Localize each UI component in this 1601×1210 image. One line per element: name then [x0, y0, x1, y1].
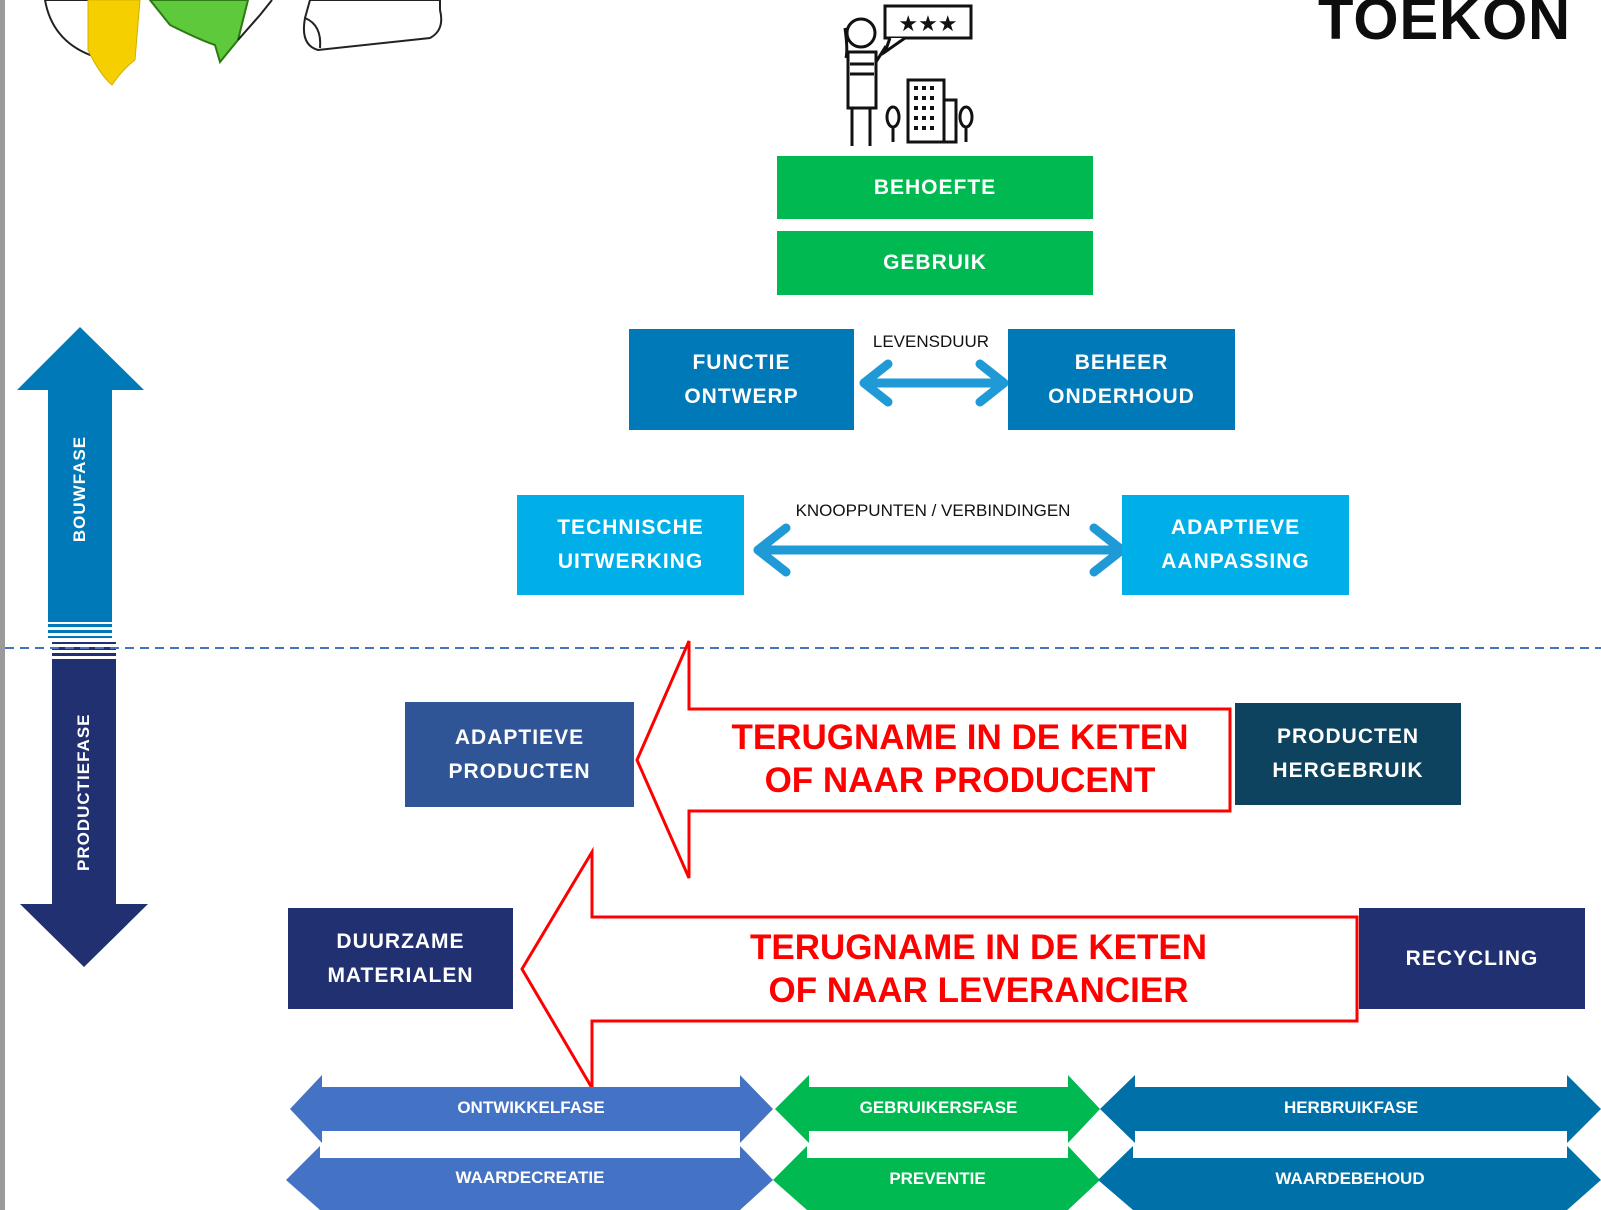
- knooppunten-arrow: [753, 523, 1127, 577]
- producten-hergebruik-box: PRODUCTEN HERGEBRUIK: [1235, 703, 1461, 805]
- functie-ontwerp-box: FUNCTIE ONTWERP: [629, 329, 854, 430]
- gebruik-box: GEBRUIK: [777, 231, 1093, 295]
- gebruikersfase-label: GEBRUIKERSFASE: [859, 1098, 1018, 1117]
- technische-uitwerking-box: TECHNISCHE UITWERKING: [517, 495, 744, 595]
- band-herbruikfase: [1100, 1075, 1601, 1143]
- terugname-leverancier-arrow: [520, 846, 1359, 1094]
- terugname-producent-arrow: [635, 640, 1232, 879]
- waardebehoud-label: WAARDEBEHOUD: [1275, 1169, 1425, 1188]
- building-icon: [906, 78, 958, 144]
- mascot-icon: [43, 0, 273, 86]
- person-review-icon: ★★★: [843, 4, 973, 146]
- levensduur-label: LEVENSDUUR: [872, 332, 990, 351]
- left-border: [0, 0, 5, 1210]
- duurzame-materialen-box: DUURZAME MATERIALEN: [288, 908, 513, 1009]
- tree-icon: [885, 105, 974, 142]
- band-gebruikersfase: [775, 1075, 1100, 1143]
- waardecreatie-label: WAARDECREATIE: [455, 1168, 605, 1187]
- bouwfase-arrow: [17, 327, 144, 638]
- band-preventie: [773, 1146, 1100, 1210]
- terugname-leverancier-label: TERUGNAME IN DE KETEN OF NAAR LEVERANCIE…: [750, 928, 1207, 1010]
- adaptieve-aanpassing-box: ADAPTIEVE AANPASSING: [1122, 495, 1349, 595]
- productiefase-label: PRODUCTIEFASE: [74, 713, 93, 871]
- levensduur-arrow: [859, 359, 1009, 407]
- band-waardebehoud: [1098, 1146, 1601, 1210]
- behoefte-box: BEHOEFTE: [777, 156, 1093, 219]
- preventie-label: PREVENTIE: [889, 1169, 986, 1188]
- band-ontwikkelfase: [290, 1075, 773, 1143]
- herbruikfase-label: HERBRUIKFASE: [1283, 1098, 1419, 1117]
- terugname-producent-label: TERUGNAME IN DE KETEN OF NAAR PRODUCENT: [731, 718, 1189, 800]
- svg-text:★★★: ★★★: [898, 12, 957, 37]
- recycling-box: RECYCLING: [1359, 908, 1585, 1009]
- knooppunten-label: KNOOPPUNTEN / VERBINDINGEN: [795, 501, 1071, 520]
- beheer-onderhoud-box: BEHEER ONDERHOUD: [1008, 329, 1235, 430]
- adaptieve-producten-box: ADAPTIEVE PRODUCTEN: [405, 702, 634, 807]
- ontwikkelfase-label: ONTWIKKELFASE: [457, 1098, 605, 1117]
- bouwfase-label: BOUWFASE: [70, 435, 89, 543]
- scroll-icon: [302, 0, 443, 52]
- page-title: TOEKON: [1318, 0, 1572, 52]
- band-waardecreatie: [286, 1146, 773, 1210]
